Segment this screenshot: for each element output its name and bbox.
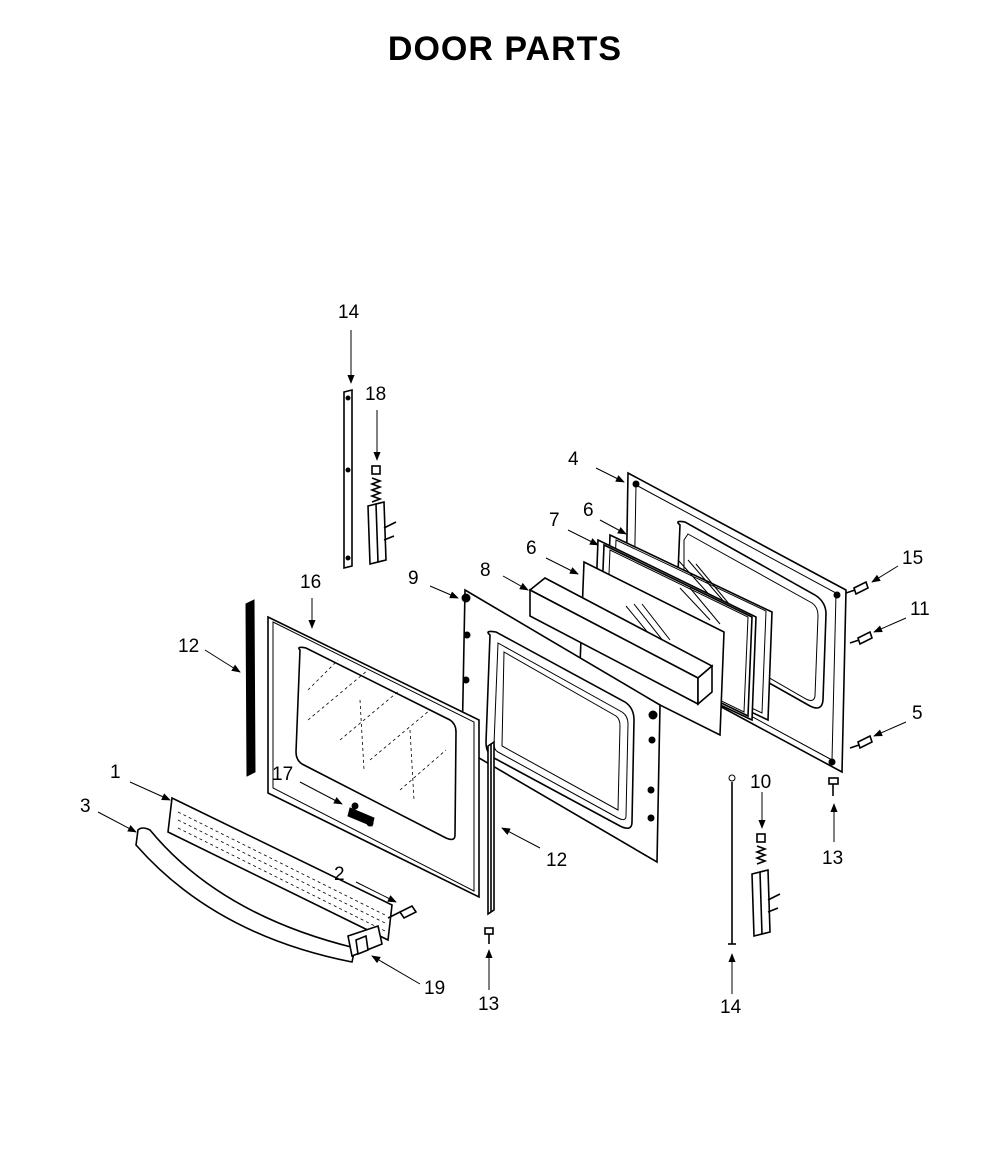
part-13-screw-center xyxy=(484,927,494,944)
callout-2: 2 xyxy=(334,864,345,885)
callout-13-center: 13 xyxy=(478,994,499,1015)
part-18-hinge-left xyxy=(367,465,397,566)
callout-14-bottom: 14 xyxy=(720,997,742,1018)
callout-4: 4 xyxy=(568,449,579,470)
callout-12-right: 12 xyxy=(546,850,567,871)
part-2-screw xyxy=(387,904,418,920)
callout-7: 7 xyxy=(549,510,560,531)
part-14-hinge-channel-right xyxy=(728,774,736,945)
callout-6-rear: 6 xyxy=(583,500,594,521)
part-16-outer-door-panel xyxy=(267,615,480,899)
callout-8: 8 xyxy=(480,560,491,581)
callout-10: 10 xyxy=(750,772,771,793)
callout-16: 16 xyxy=(300,572,321,593)
part-3-door-handle xyxy=(135,827,383,963)
page-title: DOOR PARTS xyxy=(387,30,623,68)
part-12-side-trim-left xyxy=(245,599,256,777)
callout-19: 19 xyxy=(424,978,445,999)
callout-3: 3 xyxy=(80,796,91,817)
callout-1: 1 xyxy=(110,762,121,783)
callout-17: 17 xyxy=(272,764,293,785)
leader-arrows xyxy=(97,330,907,994)
callout-5: 5 xyxy=(912,703,923,724)
callout-15: 15 xyxy=(902,548,923,569)
callout-14-top: 14 xyxy=(338,302,360,323)
callout-9: 9 xyxy=(408,568,419,589)
callout-6-front: 6 xyxy=(526,538,537,559)
part-13-screw-right xyxy=(828,777,839,796)
callout-18: 18 xyxy=(365,384,386,405)
part-15-screw xyxy=(845,580,869,596)
callout-13-right: 13 xyxy=(822,848,843,869)
callout-11: 11 xyxy=(910,599,930,620)
part-12-side-trim-right xyxy=(487,740,495,916)
part-8-insulation xyxy=(528,577,714,706)
part-10-hinge-right xyxy=(751,833,781,938)
part-14-hinge-channel-left xyxy=(343,388,353,570)
part-11-screw xyxy=(849,630,873,646)
part-1-vent-bar xyxy=(167,796,393,942)
callout-12-left: 12 xyxy=(178,636,199,657)
callout-labels: 14 18 4 6 7 6 8 9 16 12 17 1 3 2 19 12 1… xyxy=(80,302,930,1018)
part-5-screw xyxy=(849,734,873,750)
